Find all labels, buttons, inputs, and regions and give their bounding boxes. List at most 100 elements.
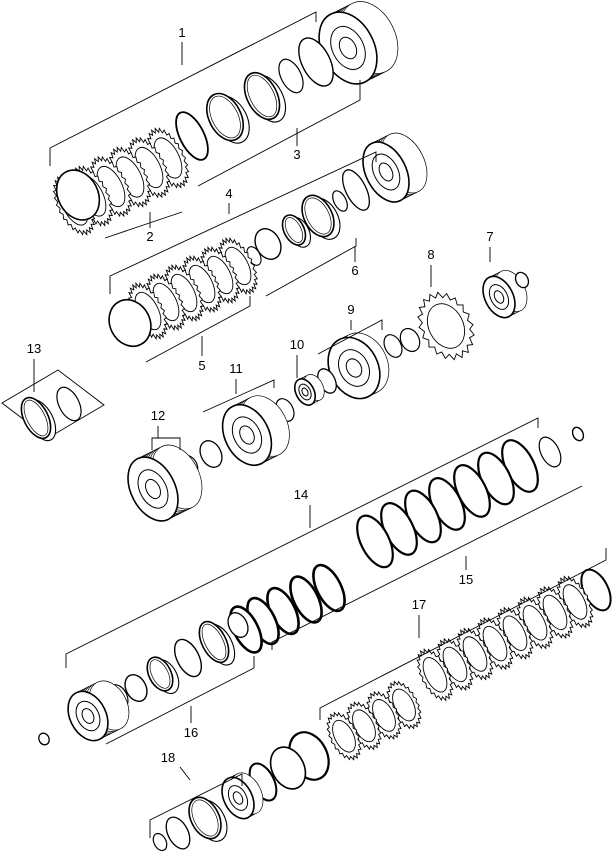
clutch-drum-4: [362, 132, 428, 203]
leader-17-bracket: [319, 548, 607, 720]
bearing-16d: [38, 732, 50, 746]
leader-11-bracket: [202, 379, 275, 413]
clutch-plate-17b-3-teeth: [326, 711, 362, 761]
snap-ring-6a: [341, 169, 371, 211]
friction-plate-14-1: [289, 575, 323, 624]
leader-2-bracket: [104, 211, 183, 239]
leader-9-bracket: [317, 319, 383, 355]
callout-label-4: 4: [225, 186, 232, 201]
steel-plate-15-6: [356, 514, 394, 569]
callout-labels-layer: 1 2 3 4 5 6 7 8 9 10 11 12 13 14 15 16 1…: [27, 25, 494, 765]
callout-label-5: 5: [198, 358, 205, 373]
snap-ring-18a: [269, 746, 307, 790]
ring-gear-9-bore: [345, 358, 363, 378]
piston-spring-6: [281, 214, 312, 248]
leader-18-stem: [179, 766, 191, 781]
snap-ring-14b: [538, 436, 562, 468]
carrier-11: [221, 395, 290, 467]
sun-gear-10-bore: [301, 387, 309, 397]
callout-label-6: 6: [351, 263, 358, 278]
carrier-11-bore: [239, 425, 255, 445]
input-shaft-gear-7-bore: [493, 290, 505, 304]
callout-label-17: 17: [412, 597, 426, 612]
piston-14-front-edge: [198, 620, 230, 664]
callout-label-8: 8: [427, 247, 434, 262]
callout-label-3: 3: [293, 147, 300, 162]
clutch-hub-18-bore: [232, 791, 244, 805]
sun-gear-10: [293, 374, 325, 406]
clutch-hub-3: [205, 92, 250, 144]
snap-ring-3a: [298, 37, 334, 87]
leader-4-bracket: [109, 151, 377, 294]
pressure-plate-5: [108, 298, 152, 348]
thrust-washer-9a: [399, 327, 421, 353]
snap-ring-13b: [56, 386, 82, 422]
friction-plate-14-0: [312, 563, 346, 613]
clutch-plate-17-7-bore: [422, 657, 448, 693]
piston-3: [243, 71, 287, 123]
piston-3-front-edge: [243, 71, 281, 121]
return-spring-16a: [173, 638, 203, 678]
seal-ring-18c: [165, 816, 191, 850]
clutch-drum-4-bore: [378, 162, 394, 182]
piston-18-front-edge: [188, 796, 222, 840]
snap-ring-2a: [175, 111, 209, 161]
sprocket-8-bore: [426, 303, 466, 349]
clutch-plate-17b-3: [326, 711, 362, 761]
leader-5-bracket: [145, 296, 251, 363]
thrust-washer-11b: [199, 440, 223, 468]
retainer-16: [146, 656, 180, 695]
clutch-assembly-14: [38, 426, 585, 746]
planetary-assembly: [127, 270, 530, 522]
leader-3-bracket: [197, 80, 361, 187]
callout-label-18: 18: [161, 750, 175, 765]
item-13-rings: [1, 369, 105, 442]
piston-14: [198, 620, 236, 666]
callout-label-14: 14: [294, 487, 308, 502]
leader-1-bracket: [49, 11, 317, 166]
bearing-14a: [571, 426, 585, 442]
pressure-plate-2: [55, 169, 101, 221]
leader-18-bracket: [149, 773, 243, 838]
piston-18-inner-edge: [191, 799, 219, 837]
snap-ring-13a: [20, 396, 57, 442]
clutch-assembly-17: [152, 568, 612, 852]
leader-lines-layer: [33, 11, 607, 838]
callout-label-10: 10: [290, 337, 304, 352]
clutch-hub-18: [221, 772, 264, 820]
clutch-drum-16-bore: [81, 708, 95, 724]
seal-ring-6b: [332, 190, 348, 212]
clutch-plate-17-7-teeth: [416, 648, 454, 702]
clutch-plate-17b-3-bore: [332, 719, 356, 753]
callout-label-11: 11: [229, 361, 243, 376]
leader-12-bracket: [151, 437, 181, 450]
piston-6-inner-edge: [304, 197, 332, 235]
clutch-hub-3-front-edge: [205, 92, 245, 142]
piston-6-front-edge: [301, 194, 335, 238]
snap-ring-14c: [227, 612, 249, 638]
clutch-plate-17-7: [416, 648, 454, 702]
snap-ring-13a-front-edge: [20, 396, 52, 440]
piston-6: [301, 194, 341, 240]
output-gear-12-bore: [145, 478, 161, 500]
clutch-assembly-1: [52, 1, 399, 236]
callout-label-13: 13: [27, 341, 41, 356]
leader-16-bracket: [105, 656, 255, 745]
clutch-assembly-4: [108, 132, 428, 348]
piston-spring-6-inner-edge: [284, 217, 304, 243]
ring-gear-9: [327, 332, 390, 400]
retainer-16-front-edge: [146, 656, 174, 692]
piston-3-inner-edge: [246, 74, 278, 118]
clutch-drum-1: [318, 1, 399, 85]
callout-label-2: 2: [146, 229, 153, 244]
leader-15-bracket: [271, 485, 583, 650]
callout-label-16: 16: [184, 725, 198, 740]
leader-14-bracket: [65, 417, 539, 668]
snap-ring-13a-inner-edge: [23, 399, 49, 437]
callout-label-12: 12: [151, 408, 165, 423]
thrust-washer-9b: [383, 334, 403, 358]
output-gear-12: [127, 444, 203, 522]
clutch-drum-1-bore: [338, 36, 358, 60]
